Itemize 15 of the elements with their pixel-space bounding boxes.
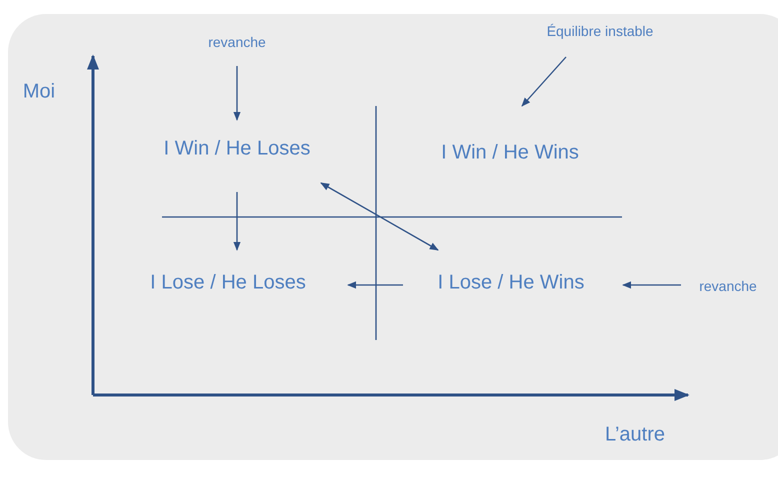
y-axis-label: Moi — [22, 80, 56, 104]
x-axis-label: L’autre — [604, 424, 666, 446]
quadrant-label: I Lose / He Loses — [150, 272, 306, 294]
quadrant-label: I Lose / He Wins — [438, 272, 584, 294]
quadrant-label: I Win / He Loses — [164, 138, 310, 160]
quadrant-label: I Win / He Wins — [441, 142, 579, 164]
arrow — [320, 182, 439, 251]
arrow — [233, 66, 241, 121]
annotation-text: Équilibre instable — [546, 23, 654, 39]
annotation-text: revanche — [208, 34, 266, 50]
arrow — [233, 192, 241, 251]
arrow — [347, 281, 403, 289]
arrow — [622, 281, 681, 289]
arrow — [521, 56, 566, 107]
annotation-text: revanche — [699, 278, 757, 294]
